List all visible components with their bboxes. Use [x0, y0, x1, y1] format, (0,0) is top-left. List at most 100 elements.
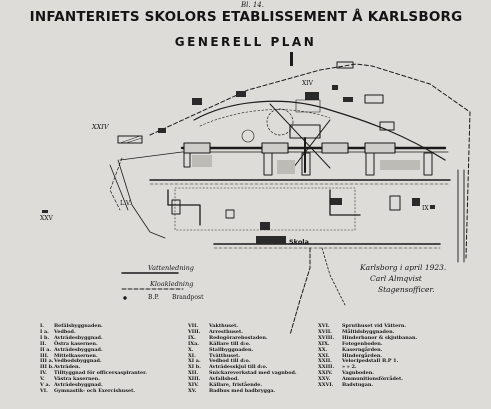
- legend-row: II.Östra kasernen.: [40, 341, 147, 348]
- legend-key: XXI.: [318, 352, 330, 359]
- label-xxv: XXV: [40, 215, 53, 222]
- hatch-block-3: [380, 160, 420, 170]
- barrack-block-4: [364, 142, 396, 154]
- legend-value: Avfallsbod.: [209, 376, 239, 383]
- legend-row: XVI.Spruthuset vid Vättern.: [318, 323, 417, 330]
- legend-key: XXV.: [318, 376, 331, 383]
- hatch-block-1: [192, 155, 212, 167]
- legend-value: Hinderbanor & skjutbanan.: [342, 334, 418, 341]
- wing-1: [263, 152, 273, 176]
- legend-row: I a.Vedbod.: [40, 329, 147, 336]
- legend-row: III b.Avträden.: [40, 364, 147, 371]
- barrack-wall-outer: [119, 151, 449, 161]
- building-lower-3: [389, 195, 401, 211]
- legend-key: XI b.: [188, 364, 201, 371]
- legend-value: Västra kasernen.: [54, 376, 100, 383]
- legend-column-1: I.Befälsbyggnaden. I a.Vedbod. I b.Avträ…: [40, 323, 147, 395]
- legend-key: XX.: [318, 346, 328, 353]
- signature-name: Carl Almqvist: [370, 274, 422, 283]
- legend-row: XVII.Måltidsbyggnaden.: [318, 329, 417, 336]
- legend-key: IV.: [40, 370, 47, 377]
- wing-4: [423, 152, 433, 176]
- legend-row: XI b.Avträdesskjul till d:o.: [188, 364, 297, 371]
- legend-row: V.Västra kasernen.: [40, 376, 147, 383]
- label-skola: Skola: [289, 238, 309, 246]
- sewer-line-1: [289, 247, 311, 336]
- legend-key: VIII.: [188, 328, 201, 335]
- legend-row: XIX.Fotogenboden.: [318, 341, 417, 348]
- wing-3: [365, 152, 375, 176]
- legend-row: XIV. Källare, fristående.: [188, 382, 297, 389]
- legend-row: IXa. Källare till d:o.: [188, 340, 297, 348]
- legend-row: XX. Kaserngården.: [318, 346, 417, 354]
- legend-row: III a.Vedbodsbyggnad.: [40, 359, 147, 365]
- legend-key: VI.: [40, 387, 48, 394]
- legend-column-3: XVI.Spruthuset vid Vättern. XVII.Måltids…: [318, 323, 418, 389]
- plan-title: INFANTERIETS SKOLORS ETABLISSEMENT Å KAR…: [29, 9, 463, 25]
- tree-2: [241, 129, 255, 143]
- legend-key: XI a.: [188, 358, 201, 365]
- legend-value: Velocipedstall B.P 1.: [342, 358, 399, 365]
- legend-row: VII. Vakthuset.: [188, 323, 297, 330]
- legend-value: Källare, fristående.: [209, 382, 263, 389]
- legend-value: Gymnastik- och Exercishuset.: [54, 387, 136, 394]
- legend-brandpost-dot: [123, 296, 127, 300]
- legend-key: XXIII.: [318, 364, 335, 371]
- building-small-top-6: [332, 85, 338, 90]
- building-xxiv: [117, 135, 143, 144]
- building-lower-1: [171, 199, 181, 215]
- legend-row: III. Mittelkasernen.: [40, 352, 147, 360]
- legend-key: VII.: [188, 323, 199, 329]
- legend-value: Spruthuset vid Vättern.: [342, 323, 407, 329]
- legend-value: Kaserngården.: [342, 346, 383, 353]
- legend-value: Avträden.: [54, 364, 81, 371]
- building-lower-4: [412, 198, 420, 206]
- legend-value: » » 2.: [342, 364, 357, 371]
- building-small-top-3: [192, 98, 202, 105]
- wing-2: [301, 152, 311, 176]
- label-brandpost: Brandpost: [172, 294, 204, 301]
- legend-row: V a.Avträdesbyggnad.: [40, 382, 147, 389]
- legend-value: Mittelkasernen.: [54, 352, 98, 359]
- building-small-top-1: [336, 61, 354, 69]
- legend-row: X. Stallbyggnaden.: [188, 346, 297, 354]
- building-right-1: [379, 121, 395, 131]
- west-road-dashed: [109, 157, 123, 211]
- legend-value: Tvätthuset.: [209, 352, 241, 359]
- wing-5: [183, 152, 191, 168]
- legend-key: III.: [40, 352, 49, 359]
- legend-key: IXa.: [188, 340, 199, 347]
- legend-value: Stallbyggnaden.: [209, 346, 254, 353]
- building-small-top-5: [343, 97, 353, 102]
- property-boundary: [149, 63, 471, 259]
- label-brandpost-key: B.P.: [148, 294, 160, 301]
- legend-row: XIII.Avfallsbod.: [188, 376, 297, 383]
- legend-value: Badstugan.: [342, 382, 374, 389]
- legend-value: Snickareverkstad med vagnbod.: [209, 370, 297, 377]
- mark-xxv: [42, 210, 48, 213]
- legend-row: XI.Tvätthuset.: [188, 352, 297, 360]
- legend-key: X.: [188, 346, 194, 353]
- skola-building: [256, 236, 286, 244]
- label-lv: L.V.: [120, 200, 132, 207]
- legend-row: XXIII. » » 2.: [318, 364, 417, 371]
- legend-key: XIV.: [188, 382, 199, 389]
- central-building: [289, 124, 321, 139]
- legend-row: XVIII. Hinderbanor & skjutbanan.: [318, 334, 418, 342]
- building-xiv: [305, 92, 319, 100]
- signature-title: Stagensofficer.: [378, 285, 435, 294]
- legend-key: XXVI.: [318, 382, 334, 389]
- legend-key: II a.: [40, 346, 52, 353]
- label-ix: IX: [422, 205, 429, 212]
- plan-subtitle: GENERELL PLAN: [174, 35, 317, 49]
- legend-key: XII.: [188, 370, 199, 377]
- legend-key: XVIII.: [318, 334, 335, 341]
- legend-row: IX.Redogörarebostaden.: [188, 335, 297, 342]
- legend-value: Källare till d:o.: [209, 340, 251, 347]
- sheet-number: Bl. 14.: [241, 1, 264, 9]
- label-kloakledning: Kloakledning: [150, 280, 194, 288]
- legend-value: Vakthuset.: [209, 323, 239, 329]
- legend-value: Vedbodsbyggnad.: [54, 358, 102, 365]
